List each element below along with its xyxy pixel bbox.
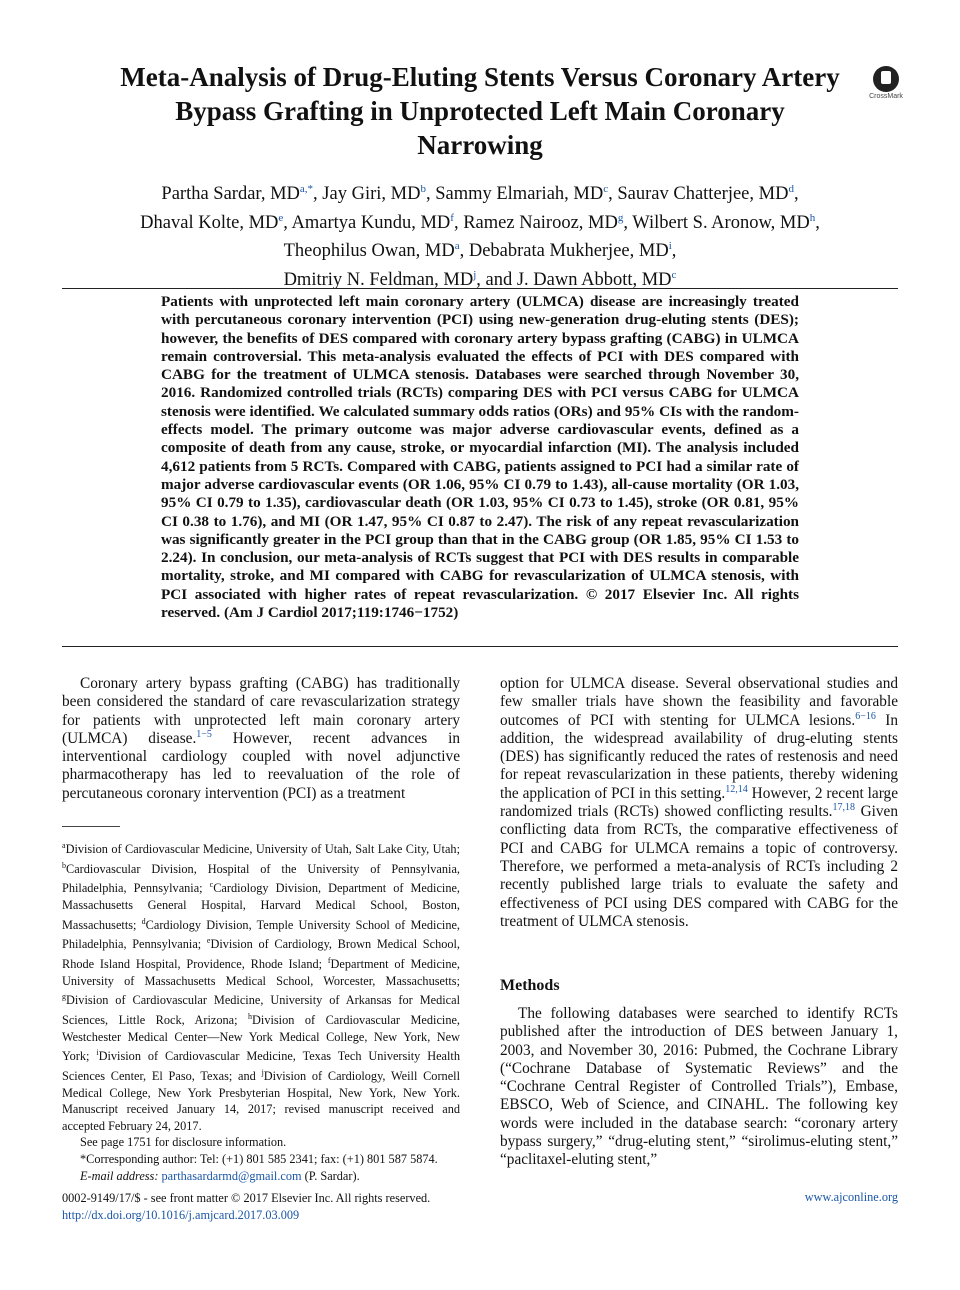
affiliation-text: Division of Cardiovascular Medicine, Wes… [62, 1013, 460, 1064]
author-name: Amartya Kundu, MD [291, 212, 451, 233]
affiliation-text: Division of Cardiovascular Medicine, Uni… [62, 993, 460, 1028]
author-name: Ramez Nairooz, MD [463, 212, 618, 233]
author-affiliation-mark[interactable]: a [454, 240, 460, 253]
intro-right-column: option for ULMCA disease. Several observ… [500, 675, 898, 931]
author-separator: , and [476, 270, 517, 291]
author-affiliation-mark[interactable]: e [278, 211, 284, 224]
author-separator: , [608, 184, 618, 205]
doi-link[interactable]: http://dx.doi.org/10.1016/j.amjcard.2017… [62, 1208, 300, 1222]
issn-line: 0002-9149/17/$ - see front matter © 2017… [62, 1191, 431, 1205]
reference-link[interactable]: 1−5 [196, 728, 212, 740]
affiliations: aDivision of Cardiovascular Medicine, Un… [62, 838, 460, 1134]
intro-left-column: Coronary artery bypass grafting (CABG) h… [62, 675, 460, 803]
intro-paragraph-1: Coronary artery bypass grafting (CABG) h… [62, 675, 460, 802]
affiliation-mark: g [62, 992, 66, 1002]
affiliation-text: Division of Cardiology, Brown Medical Sc… [62, 937, 461, 972]
author-separator: , [459, 241, 469, 262]
reference-link[interactable]: 12,14 [725, 783, 748, 795]
methods-paragraph: The following databases were searched to… [500, 1005, 898, 1169]
author-name: Saurav Chatterjee, MD [617, 184, 789, 205]
methods-section: The following databases were searched to… [500, 1005, 898, 1170]
affiliation-text: Division of Cardiology, Weill Cornell Me… [62, 1069, 460, 1133]
author-name: Theophilus Owan, MD [283, 241, 455, 262]
author-name: Debabrata Mukherjee, MD [468, 241, 669, 262]
author-affiliation-mark[interactable]: d [788, 183, 794, 195]
author-separator: , [425, 184, 436, 205]
author-name: J. Dawn Abbott, MD [516, 270, 672, 291]
author-affiliation-mark[interactable]: c [671, 268, 677, 281]
author-separator: , [671, 241, 677, 262]
affiliation-mark: a [62, 841, 66, 850]
author-name: Dmitriy N. Feldman, MD [283, 270, 474, 291]
author-affiliation-mark[interactable]: g [617, 211, 624, 224]
author-separator: , [283, 212, 292, 233]
affiliation-mark: h [248, 1012, 253, 1021]
author-name: Dhaval Kolte, MD [140, 212, 279, 233]
author-affiliation-mark[interactable]: i [668, 240, 672, 253]
abstract-bottom-rule [62, 646, 898, 647]
affiliation-text: Division of Cardiovascular Medicine, Uni… [65, 842, 460, 857]
corresponding-author: *Corresponding author: Tel: (+1) 801 585… [80, 1152, 438, 1167]
article-title: Meta-Analysis of Drug-Eluting Stents Ver… [120, 62, 840, 160]
author-affiliation-mark[interactable]: h [809, 211, 816, 224]
affiliation-mark: i [96, 1048, 99, 1058]
author-name: Wilbert S. Aronow, MD [632, 212, 810, 233]
reference-link[interactable]: 6−16 [855, 710, 876, 722]
affiliation-text: Cardiology Division, Temple University S… [62, 917, 461, 952]
author-separator: , [815, 212, 820, 233]
author-affiliation-mark[interactable]: c [603, 183, 609, 195]
author-separator: , [453, 212, 464, 233]
abstract-top-rule [62, 288, 898, 289]
affiliation-mark: e [206, 936, 211, 946]
author-affiliation-mark[interactable]: j [473, 268, 477, 281]
affiliation-mark: j [261, 1067, 264, 1077]
affiliation-text: Department of Medicine, University of Ma… [62, 957, 460, 988]
author-affiliation-mark[interactable]: f [450, 211, 454, 224]
journal-site-link[interactable]: www.ajconline.org [804, 1190, 898, 1204]
reference-link[interactable]: 17,18 [832, 801, 855, 813]
affiliation-mark: d [141, 916, 146, 926]
affiliation-text: Cardiovascular Division, Hospital of the… [62, 861, 460, 896]
author-separator: , [623, 212, 633, 233]
author-name: Partha Sardar, MD [161, 184, 300, 205]
author-affiliation-mark[interactable]: b [420, 183, 426, 195]
affiliation-mark: f [327, 956, 331, 966]
affiliation-text: Division of Cardiovascular Medicine, Tex… [62, 1049, 460, 1084]
methods-heading: Methods [500, 977, 560, 994]
author-affiliation-mark[interactable]: a,* [299, 183, 314, 195]
author-separator: , [313, 184, 323, 205]
disclosure-note: See page 1751 for disclosure information… [80, 1135, 287, 1150]
crossmark-icon [873, 66, 899, 92]
abstract: Patients with unprotected left main coro… [161, 293, 799, 622]
author-separator: , [793, 184, 799, 205]
footnote-divider [62, 826, 120, 827]
affiliation-mark: c [209, 880, 214, 890]
footnotes: aDivision of Cardiovascular Medicine, Un… [62, 838, 460, 1184]
footer-left: 0002-9149/17/$ - see front matter © 2017… [62, 1190, 430, 1224]
affiliation-text: Cardiology Division, Department of Medic… [62, 881, 460, 932]
intro-paragraph-2: option for ULMCA disease. Several observ… [500, 675, 898, 930]
affiliation-mark: b [62, 860, 66, 870]
crossmark-label: CrossMark [869, 93, 903, 100]
email-link[interactable]: parthasardarmd@gmail.com [161, 1168, 302, 1183]
crossmark-badge[interactable]: CrossMark [866, 66, 906, 100]
email-line: E-mail address: parthasardarmd@gmail.com… [80, 1168, 360, 1183]
author-name: Sammy Elmariah, MD [435, 184, 604, 205]
author-list: Partha Sardar, MDa,*, Jay Giri, MDb, Sam… [60, 178, 900, 293]
author-name: Jay Giri, MD [322, 184, 421, 205]
